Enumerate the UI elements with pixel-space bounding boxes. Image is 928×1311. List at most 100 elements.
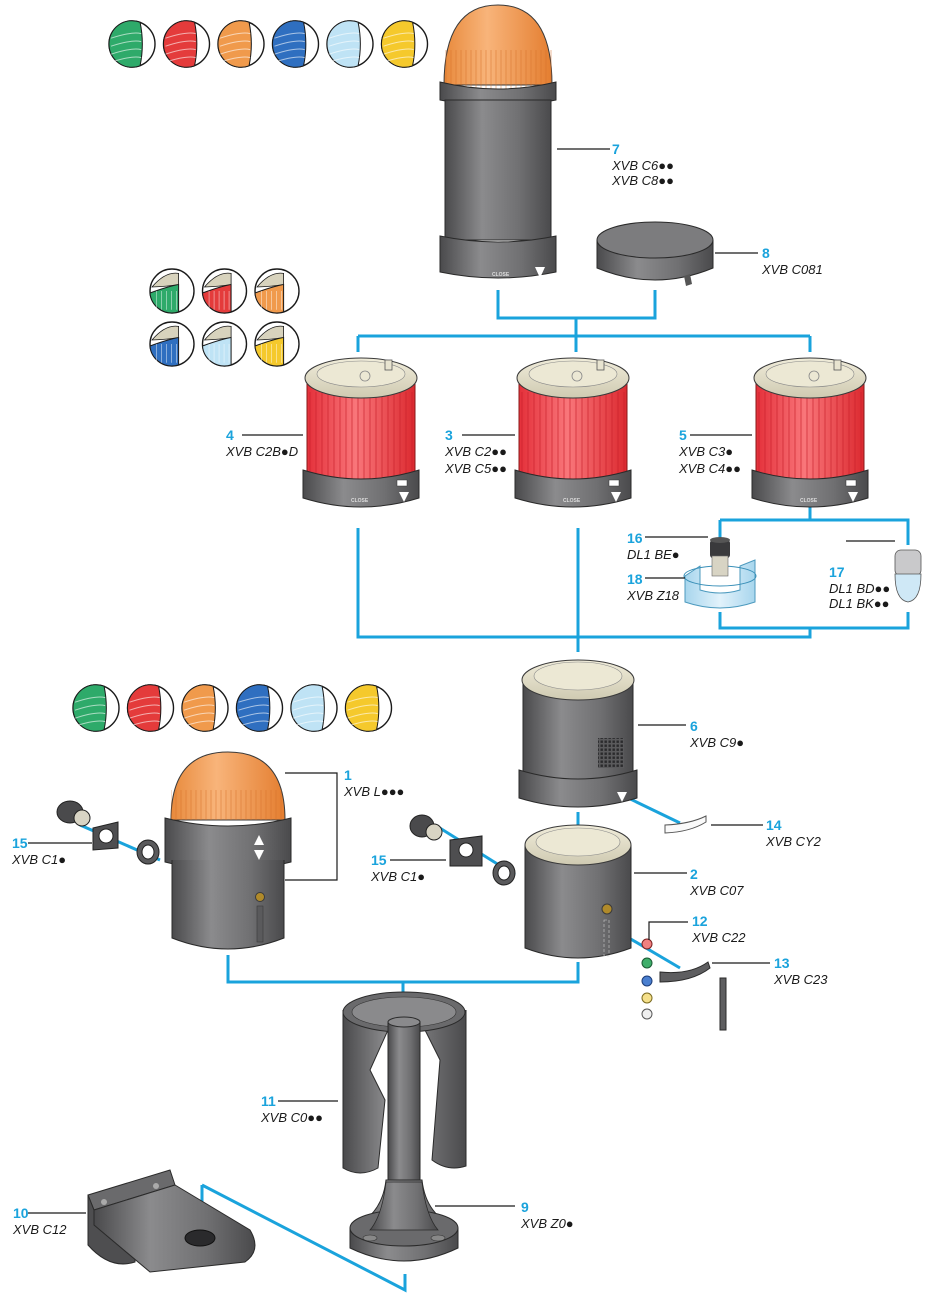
part-9-pole-base: [349, 1016, 459, 1262]
part-10-wall-bracket: [87, 1169, 256, 1273]
color-swatch-orange: [181, 684, 229, 732]
part-number: 1: [344, 767, 352, 783]
connector-1-to-pole: [226, 955, 580, 984]
label-part-17: 17 DL1 BD●● DL1 BK●●: [829, 565, 890, 610]
color-swatch-red: [162, 20, 211, 68]
part-ref: XVB CY2: [766, 834, 821, 849]
part-14-label-strip: [664, 815, 707, 834]
part-5-lens-unit: CLOSE: [751, 357, 869, 508]
label-part-11: 11 XVB C0●●: [261, 1094, 323, 1124]
part-16-led-bulb: [710, 537, 730, 577]
label-part-7: 7 XVB C6●● XVB C8●●: [612, 142, 674, 187]
part-13-pushers: [659, 961, 727, 1031]
label-part-4: 4 XVB C2B●D: [226, 428, 298, 458]
label-part-6: 6 XVB C9●: [690, 719, 744, 749]
part-ref: XVB Z0●: [521, 1216, 574, 1231]
label-part-16: 16 DL1 BE●: [627, 531, 680, 561]
part-number: 7: [612, 141, 620, 157]
part-ref: XVB L●●●: [344, 784, 405, 799]
part-4-lens-unit: CLOSE: [302, 357, 420, 508]
color-swatch-light-blue: [326, 20, 374, 68]
label-part-3: 3 XVB C2●● XVB C5●●: [445, 428, 507, 475]
part-ref: XVB C6●●: [612, 158, 674, 173]
color-swatch-blue: [271, 20, 320, 68]
part-7-tall-beacon: CLOSE: [439, 4, 557, 279]
part-number: 12: [692, 913, 708, 929]
part-6-buzzer-unit: [518, 659, 638, 808]
label-part-10: 10 XVB C12: [13, 1206, 66, 1236]
part-ref: XVB Z18: [627, 588, 680, 603]
color-swatch-green: [108, 20, 156, 68]
part-ref: DL1 BD●●: [829, 581, 891, 596]
label-part-5: 5 XVB C3● XVB C4●●: [679, 428, 741, 475]
color-swatch-yellow: [254, 321, 300, 367]
part-ref: XVB C5●●: [445, 461, 507, 476]
part-ref: DL1 BE●: [627, 547, 680, 562]
color-swatch-orange: [254, 268, 300, 314]
connector-bulbs-bottom: [718, 612, 910, 630]
lens-ribs: [756, 392, 864, 480]
part-number: 13: [774, 955, 790, 971]
part-ref: XVB C0●●: [261, 1110, 323, 1125]
label-part-13: 13 XVB C23: [774, 956, 827, 986]
part-number: 18: [627, 571, 643, 587]
part-ref: XVB C2●●: [445, 444, 507, 459]
part-number: 17: [829, 564, 845, 580]
part-number: 4: [226, 427, 234, 443]
lens-ribs: [519, 392, 627, 480]
swatch-row-bottom: [72, 684, 393, 732]
part-ref: XVB C4●●: [679, 461, 741, 476]
part-3-lens-unit: CLOSE: [514, 357, 632, 508]
part-number: 11: [261, 1093, 276, 1109]
unit-base-ring: [514, 469, 632, 508]
part-number: 15: [371, 852, 387, 868]
label-part-12: 12 XVB C22: [692, 914, 745, 944]
part-number: 9: [521, 1199, 529, 1215]
color-swatch-blue: [149, 321, 195, 367]
part-number: 6: [690, 718, 698, 734]
part-number: 10: [13, 1205, 29, 1221]
part-8-cover-cap: [596, 221, 714, 286]
part-number: 14: [766, 817, 782, 833]
part-15-cable-gland-left: [56, 800, 160, 865]
color-swatch-red: [201, 268, 248, 314]
close-marking: CLOSE: [563, 498, 581, 504]
color-swatch-yellow: [344, 684, 393, 732]
part-ref: XVB C12: [13, 1222, 67, 1237]
label-part-15-left: 15 XVB C1●: [12, 836, 66, 866]
part-ref: XVB C1●: [12, 852, 67, 867]
part-1-beacon: [164, 751, 292, 950]
part-ref: DL1 BK●●: [829, 596, 890, 611]
color-swatch-green: [149, 268, 195, 314]
unit-base-ring: [751, 469, 869, 508]
part-number: 2: [690, 866, 698, 882]
color-swatch-green: [72, 684, 120, 732]
label-part-15-right: 15 XVB C1●: [371, 853, 425, 883]
label-part-1: 1 XVB L●●●: [344, 768, 404, 798]
close-marking: CLOSE: [800, 498, 818, 504]
part-number: 5: [679, 427, 687, 443]
part-ref: XVB C8●●: [612, 173, 674, 188]
part-15-cable-gland-right: [409, 814, 516, 886]
part-number: 3: [445, 427, 453, 443]
part-ref: XVB C9●: [690, 735, 745, 750]
label-part-18: 18 XVB Z18: [627, 572, 679, 602]
color-swatch-red: [126, 684, 175, 732]
swatch-row-units: [149, 268, 300, 367]
unit-base-ring: [302, 469, 420, 508]
part-17-bulb: [894, 549, 922, 603]
close-marking: CLOSE: [351, 498, 369, 504]
color-swatch-blue: [235, 684, 284, 732]
connector-top-to-units: [356, 318, 812, 352]
leader-lines: [28, 148, 895, 1214]
part-11-tube-cover: [342, 991, 467, 1174]
part-2-base-unit: [524, 824, 632, 959]
part-ref: XVB C23: [774, 972, 828, 987]
label-part-14: 14 XVB CY2: [766, 818, 821, 848]
part-ref: XVB C22: [692, 930, 746, 945]
color-swatch-light-blue: [201, 321, 248, 367]
connector-units-down: [356, 528, 812, 652]
part-ref: XVB C1●: [371, 869, 426, 884]
